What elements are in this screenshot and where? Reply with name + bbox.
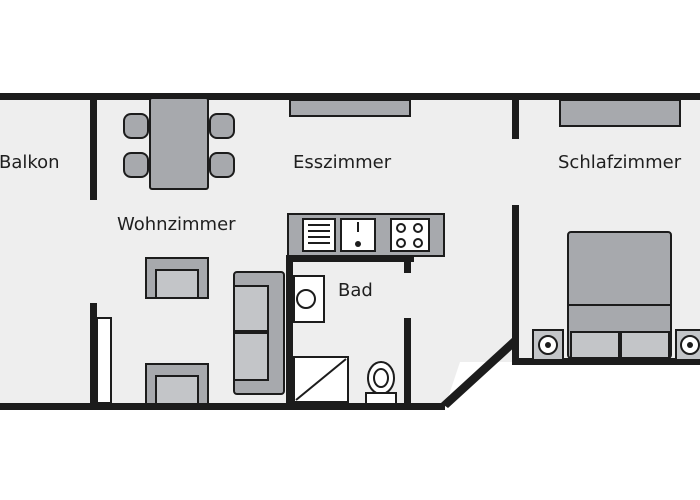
room-label-esszimmer: Esszimmer [293, 152, 392, 173]
pillow [620, 331, 670, 359]
sideboard [289, 99, 411, 117]
walls [0, 93, 700, 410]
toilet-tank [365, 392, 397, 405]
wardrobe [559, 99, 681, 127]
cooktop [390, 218, 430, 252]
chair [123, 113, 149, 139]
chair [123, 152, 149, 178]
dining-set [123, 97, 235, 190]
balcony-door [96, 317, 112, 404]
bathroom-fixtures [293, 275, 397, 405]
room-label-schlafzimmer: Schlafzimmer [558, 152, 682, 173]
washbasin [293, 275, 325, 323]
room-label-wohnzimmer: Wohnzimmer [117, 214, 236, 235]
kitchen-counter [287, 213, 445, 257]
drainboard [302, 218, 336, 252]
toilet [367, 361, 395, 395]
room-label-bad: Bad [338, 280, 373, 301]
pillow [570, 331, 620, 359]
living-furniture [145, 257, 285, 405]
bedroom-furniture [532, 99, 700, 361]
room-label-balkon: Balkon [0, 152, 60, 173]
chair [209, 152, 235, 178]
chair [209, 113, 235, 139]
dining-table [149, 97, 209, 190]
